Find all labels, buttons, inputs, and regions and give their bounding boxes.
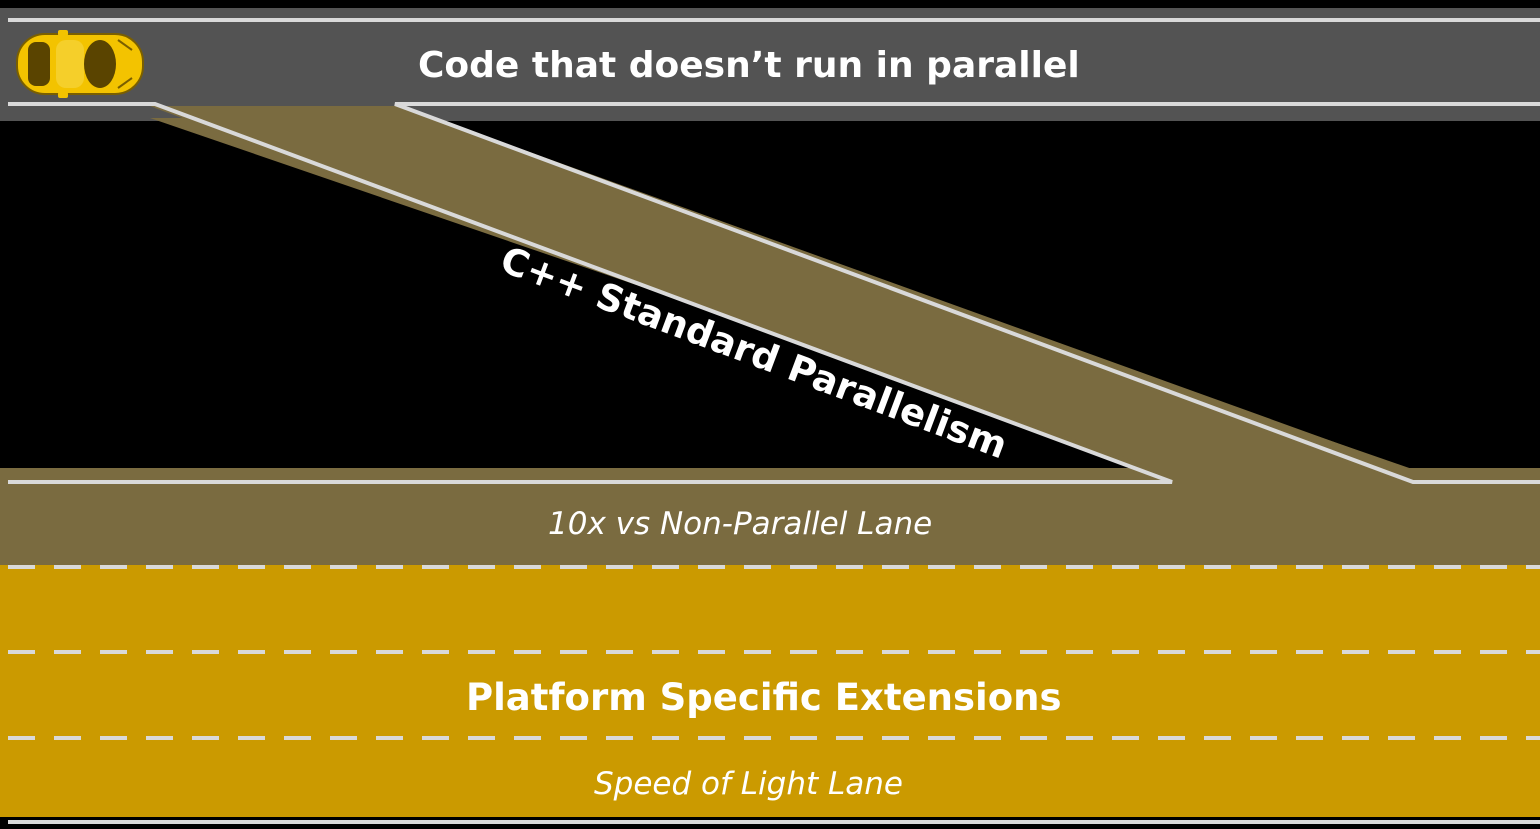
speed-lane-label: Speed of Light Lane [594,766,903,802]
stdpar-lane-label: 10x vs Non-Parallel Lane [548,506,933,542]
ramp-edge-right [394,102,1540,484]
sequential-lane-label: Code that doesn’t run in parallel [418,45,1080,86]
ramp-body [150,106,1412,470]
platform-lanes [0,565,1540,817]
platform-lane-label: Platform Specific Extensions [466,676,1062,719]
ramp-edge-left [8,102,1173,484]
stdpar-lane [0,468,1540,565]
car-icon [16,30,144,98]
